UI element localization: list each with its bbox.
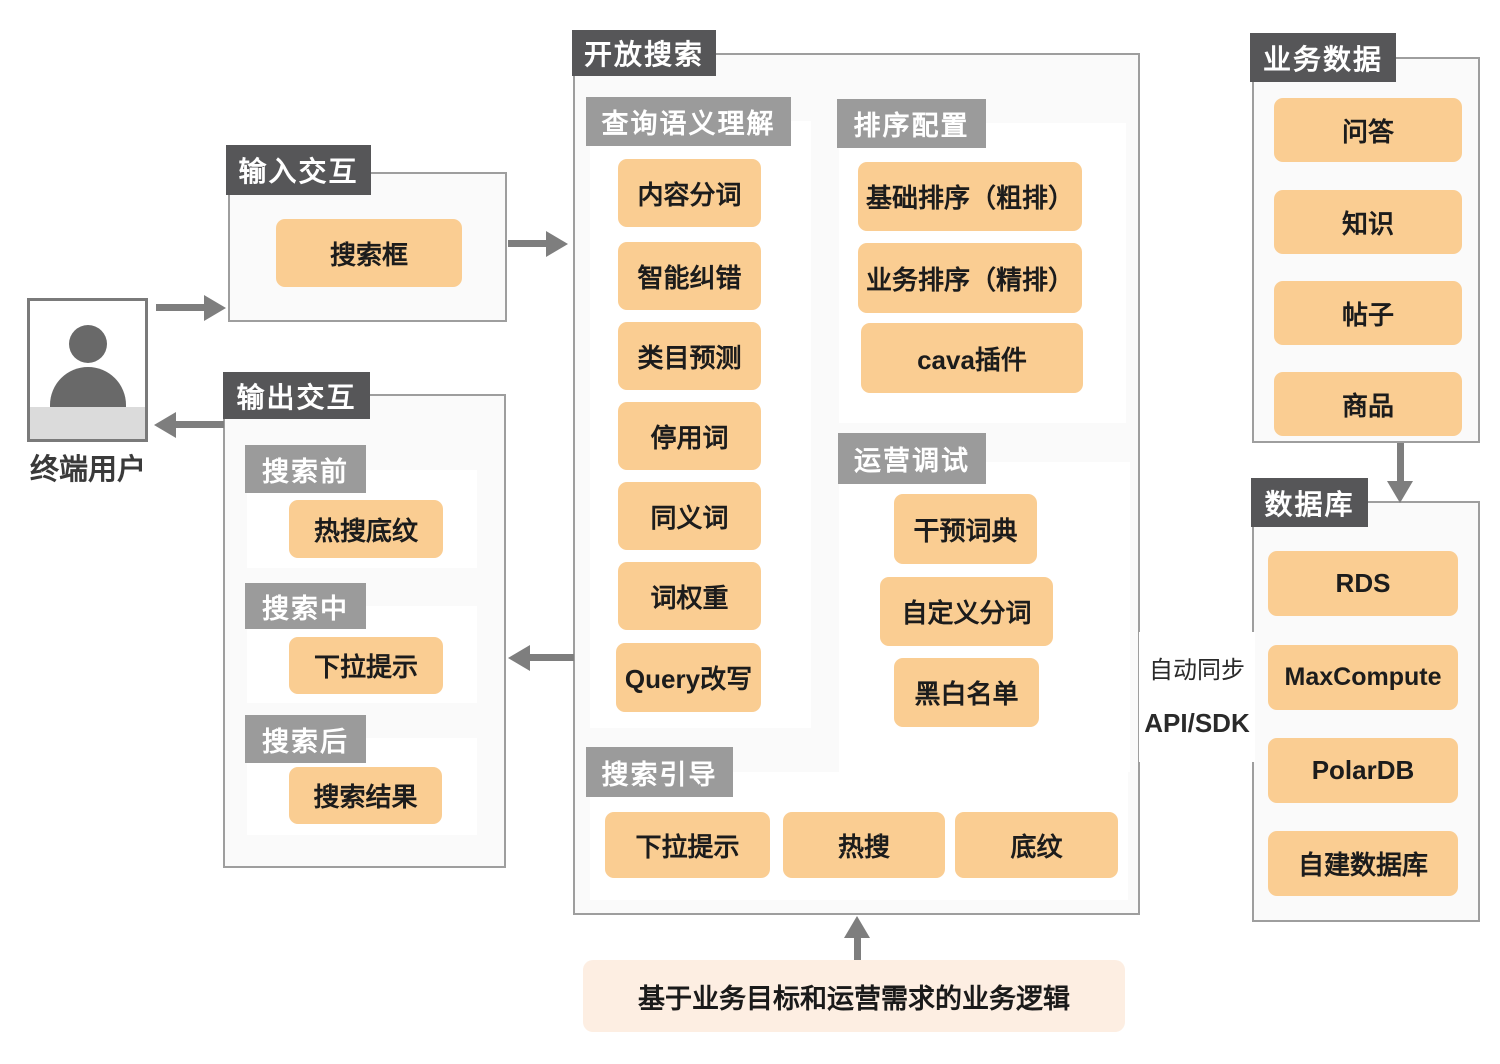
arrow-opensearch-to-output-head [508, 645, 530, 671]
arrow-input-to-opensearch [508, 240, 548, 247]
node-self-built-db: 自建数据库 [1268, 831, 1458, 896]
after-search-label: 搜索后 [245, 715, 366, 763]
node-guide-dropdown-suggest: 下拉提示 [605, 812, 770, 878]
before-search-label: 搜索前 [245, 445, 366, 493]
business-data-title: 业务数据 [1250, 33, 1396, 82]
node-stop-words: 停用词 [618, 402, 761, 470]
arrow-note-to-opensearch [854, 937, 861, 960]
output-interaction-title: 输出交互 [223, 372, 370, 419]
search-guide-title: 搜索引导 [586, 747, 733, 797]
node-goods: 商品 [1274, 372, 1462, 436]
node-guide-hot-search: 热搜 [783, 812, 945, 878]
arrow-user-to-input [156, 304, 206, 311]
node-hot-search-underlay: 热搜底纹 [289, 500, 443, 558]
business-logic-note: 基于业务目标和运营需求的业务逻辑 [583, 960, 1125, 1032]
sync-auto-label: 自动同步 [1139, 650, 1255, 685]
node-category-prediction: 类目预测 [618, 322, 761, 390]
node-query-rewrite: Query改写 [616, 643, 761, 712]
node-cava-plugin: cava插件 [861, 323, 1083, 393]
node-search-box: 搜索框 [276, 219, 462, 287]
node-basic-ranking: 基础排序（粗排） [858, 162, 1082, 231]
query-understanding-title: 查询语义理解 [586, 97, 791, 146]
arrow-output-to-user-head [154, 412, 176, 438]
during-search-label: 搜索中 [245, 583, 366, 629]
arrow-output-to-user [174, 421, 224, 428]
ranking-title: 排序配置 [837, 99, 986, 148]
arrow-note-to-opensearch-head [844, 916, 870, 938]
node-qa: 问答 [1274, 98, 1462, 162]
ops-debug-title: 运营调试 [838, 433, 986, 484]
sync-api-sdk-label: API/SDK [1139, 708, 1255, 739]
user-icon-body [49, 367, 126, 409]
node-maxcompute: MaxCompute [1268, 645, 1458, 710]
node-business-ranking: 业务排序（精排） [858, 243, 1082, 313]
node-dropdown-suggest: 下拉提示 [289, 637, 443, 694]
user-box-footer-strip [30, 407, 145, 439]
node-term-weight: 词权重 [618, 562, 761, 630]
node-posts: 帖子 [1274, 281, 1462, 345]
arrow-bizdata-to-db-head [1387, 481, 1413, 503]
end-user-label: 终端用户 [29, 454, 146, 486]
user-icon [68, 325, 107, 363]
node-guide-underlay: 底纹 [955, 812, 1118, 878]
database-title: 数据库 [1251, 478, 1368, 527]
node-polardb: PolarDB [1268, 738, 1458, 803]
node-search-result: 搜索结果 [289, 767, 442, 824]
node-knowledge: 知识 [1274, 190, 1462, 254]
end-user-box [27, 298, 148, 442]
open-search-title: 开放搜索 [572, 30, 716, 76]
node-rds: RDS [1268, 551, 1458, 616]
arrow-bizdata-to-db [1397, 443, 1404, 483]
node-intervention-dict: 干预词典 [894, 494, 1037, 564]
node-synonyms: 同义词 [618, 482, 761, 550]
input-interaction-title: 输入交互 [226, 145, 371, 195]
node-black-white-list: 黑白名单 [894, 658, 1039, 727]
arrow-user-to-input-head [204, 295, 226, 321]
node-smart-correction: 智能纠错 [618, 242, 761, 310]
arrow-opensearch-to-output [528, 654, 574, 661]
arrow-input-to-opensearch-head [546, 231, 568, 257]
node-custom-segmentation: 自定义分词 [880, 577, 1053, 646]
node-content-segmentation: 内容分词 [618, 159, 761, 227]
